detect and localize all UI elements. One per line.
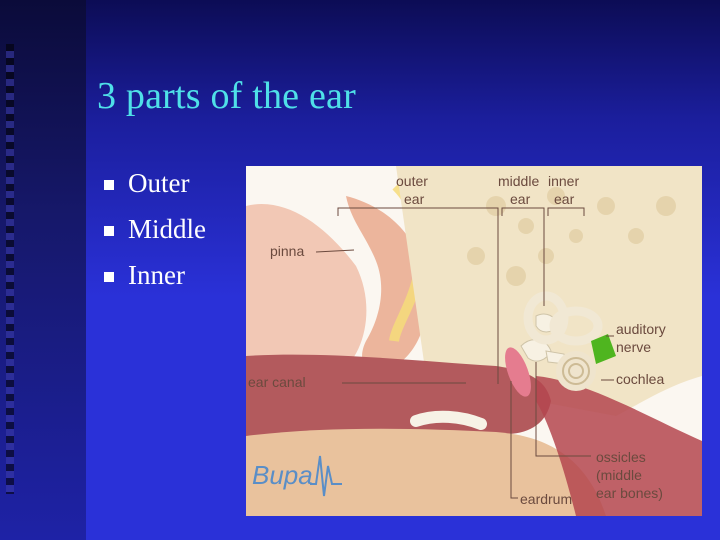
bullet-list: Outer Middle Inner (104, 160, 206, 298)
bullet-item-outer: Outer (104, 160, 206, 206)
label-middle-ear: ear (510, 191, 531, 207)
label-ossicles: (middle (596, 467, 642, 483)
label-auditory-nerve: auditory (616, 321, 666, 337)
label-inner-ear: inner (548, 173, 579, 189)
label-inner-ear: ear (554, 191, 575, 207)
bullet-square-icon (104, 272, 114, 282)
decorative-square-pattern (6, 44, 14, 494)
label-outer-ear: outer (396, 173, 428, 189)
bullet-label: Outer (128, 168, 189, 199)
bullet-item-middle: Middle (104, 206, 206, 252)
label-ossicles: ear bones) (596, 485, 663, 501)
label-cochlea: cochlea (616, 371, 664, 387)
cochlea-shape (556, 351, 596, 391)
label-ear-canal: ear canal (248, 374, 306, 390)
label-ossicles: ossicles (596, 449, 646, 465)
slide-title: 3 parts of the ear (97, 74, 356, 118)
ear-anatomy-figure: outer ear middle ear inner ear pinna ear… (246, 166, 702, 516)
bullet-label: Middle (128, 214, 206, 245)
label-middle-ear: middle (498, 173, 539, 189)
ear-diagram: outer ear middle ear inner ear pinna ear… (246, 166, 702, 516)
bupa-logo-text: Bupa (252, 460, 313, 490)
decorative-left-strip (0, 0, 86, 540)
bullet-square-icon (104, 226, 114, 236)
label-outer-ear: ear (404, 191, 425, 207)
label-pinna: pinna (270, 243, 304, 259)
bullet-square-icon (104, 180, 114, 190)
bullet-item-inner: Inner (104, 252, 206, 298)
label-auditory-nerve: nerve (616, 339, 651, 355)
label-eardrum: eardrum (520, 491, 572, 507)
bullet-label: Inner (128, 260, 185, 291)
